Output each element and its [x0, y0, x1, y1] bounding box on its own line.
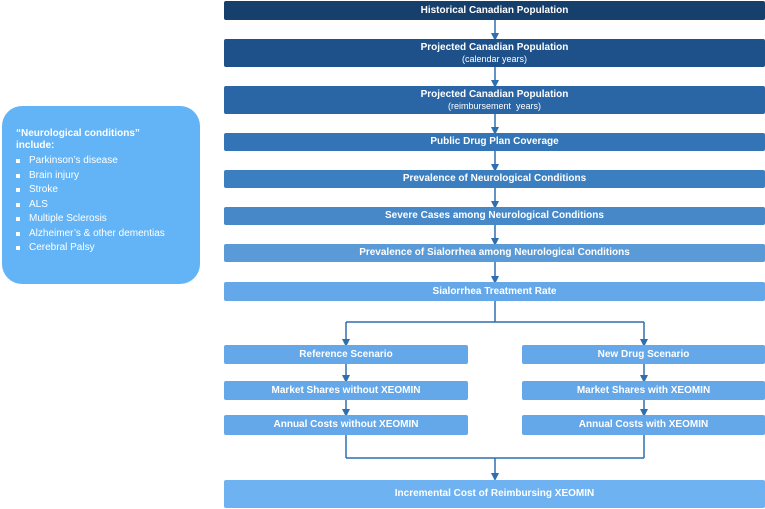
box-public-drug-plan-label: Public Drug Plan Coverage	[430, 136, 559, 148]
list-item: Stroke	[16, 183, 190, 198]
box-incremental-cost-label: Incremental Cost of Reimbursing XEOMIN	[394, 488, 595, 500]
box-new-drug-scenario: New Drug Scenario	[522, 345, 765, 364]
bullet-icon	[16, 246, 20, 251]
box-projected-population-calendar: Projected Canadian Population (calendar …	[224, 39, 765, 67]
box-annual-costs-without: Annual Costs without XEOMIN	[224, 415, 468, 435]
box-prevalence-sialorrhea: Prevalence of Sialorrhea among Neurologi…	[224, 244, 765, 262]
list-item: Alzheimer’s & other dementias	[16, 227, 190, 242]
panel-heading: “Neurological conditions” include:	[16, 128, 190, 152]
box-projected-population-reimbursement-title: Projected Canadian Population	[420, 89, 569, 101]
box-prevalence-neuro-label: Prevalence of Neurological Conditions	[402, 173, 587, 185]
panel-heading-line2: include:	[16, 140, 55, 151]
bullet-icon	[16, 217, 20, 222]
box-new-drug-scenario-label: New Drug Scenario	[597, 348, 690, 360]
box-reference-scenario-label: Reference Scenario	[299, 348, 393, 360]
box-annual-costs-without-label: Annual Costs without XEOMIN	[273, 419, 419, 431]
box-incremental-cost: Incremental Cost of Reimbursing XEOMIN	[224, 480, 765, 508]
bullet-icon	[16, 231, 20, 236]
list-item: Cerebral Palsy	[16, 241, 190, 256]
list-item-label: Parkinson’s disease	[29, 155, 118, 166]
box-severe-cases-label: Severe Cases among Neurological Conditio…	[385, 210, 604, 222]
box-annual-costs-with: Annual Costs with XEOMIN	[522, 415, 765, 435]
box-projected-population-reimbursement: Projected Canadian Population (reimburse…	[224, 86, 765, 114]
box-treatment-rate-label: Sialorrhea Treatment Rate	[432, 285, 557, 297]
list-item-label: Cerebral Palsy	[29, 242, 95, 253]
box-market-shares-with: Market Shares with XEOMIN	[522, 381, 765, 400]
box-public-drug-plan: Public Drug Plan Coverage	[224, 133, 765, 151]
box-projected-population-calendar-title: Projected Canadian Population	[420, 42, 569, 54]
conditions-list: Parkinson’s disease Brain injury Stroke …	[16, 154, 190, 256]
box-projected-population-calendar-sub: (calendar years)	[461, 53, 528, 64]
box-annual-costs-with-label: Annual Costs with XEOMIN	[578, 419, 709, 431]
box-treatment-rate: Sialorrhea Treatment Rate	[224, 282, 765, 301]
box-projected-population-reimbursement-sub: (reimbursement years)	[447, 100, 542, 111]
list-item-label: Stroke	[29, 184, 58, 195]
box-severe-cases: Severe Cases among Neurological Conditio…	[224, 207, 765, 225]
list-item-label: Alzheimer’s & other dementias	[29, 227, 165, 239]
box-market-shares-without-label: Market Shares without XEOMIN	[271, 384, 421, 396]
list-item: Multiple Sclerosis	[16, 212, 190, 227]
bullet-icon	[16, 188, 20, 193]
box-historical-population: Historical Canadian Population	[224, 1, 765, 20]
box-historical-population-label: Historical Canadian Population	[420, 4, 569, 16]
list-item-label: ALS	[29, 198, 48, 210]
list-item: Brain injury	[16, 169, 190, 184]
box-market-shares-without: Market Shares without XEOMIN	[224, 381, 468, 400]
list-item-label: Brain injury	[29, 169, 80, 181]
box-market-shares-with-label: Market Shares with XEOMIN	[576, 384, 711, 396]
box-reference-scenario: Reference Scenario	[224, 345, 468, 364]
box-prevalence-neuro: Prevalence of Neurological Conditions	[224, 170, 765, 188]
box-prevalence-sialorrhea-label: Prevalence of Sialorrhea among Neurologi…	[359, 247, 630, 259]
panel-heading-line1: “Neurological conditions”	[16, 128, 140, 139]
neurological-conditions-panel: “Neurological conditions” include: Parki…	[2, 106, 200, 284]
list-item: ALS	[16, 198, 190, 213]
bullet-icon	[16, 159, 20, 164]
bullet-icon	[16, 173, 20, 178]
list-item: Parkinson’s disease	[16, 154, 190, 169]
list-item-label: Multiple Sclerosis	[29, 213, 107, 224]
bullet-icon	[16, 202, 20, 207]
